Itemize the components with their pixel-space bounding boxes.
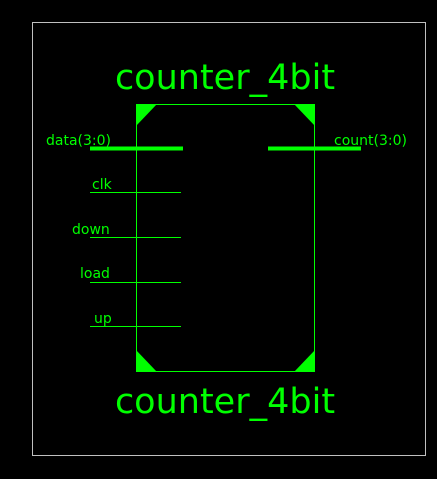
symbol-title-top: counter_4bit: [115, 58, 335, 98]
pin-label-load: load: [80, 266, 110, 282]
corner-marker-bottom-left: [136, 350, 157, 372]
corner-marker-top-left: [136, 104, 157, 126]
pin-label-down: down: [72, 222, 110, 238]
sheet-frame: [32, 22, 426, 456]
corner-marker-bottom-right: [294, 350, 315, 372]
pin-label-clk: clk: [92, 177, 113, 193]
pin-label-data: data(3:0): [46, 133, 111, 149]
symbol-title-bottom: counter_4bit: [115, 382, 335, 422]
corner-marker-top-right: [294, 104, 315, 126]
pin-label-up: up: [94, 311, 112, 327]
pin-label-count: count(3:0): [334, 133, 407, 149]
